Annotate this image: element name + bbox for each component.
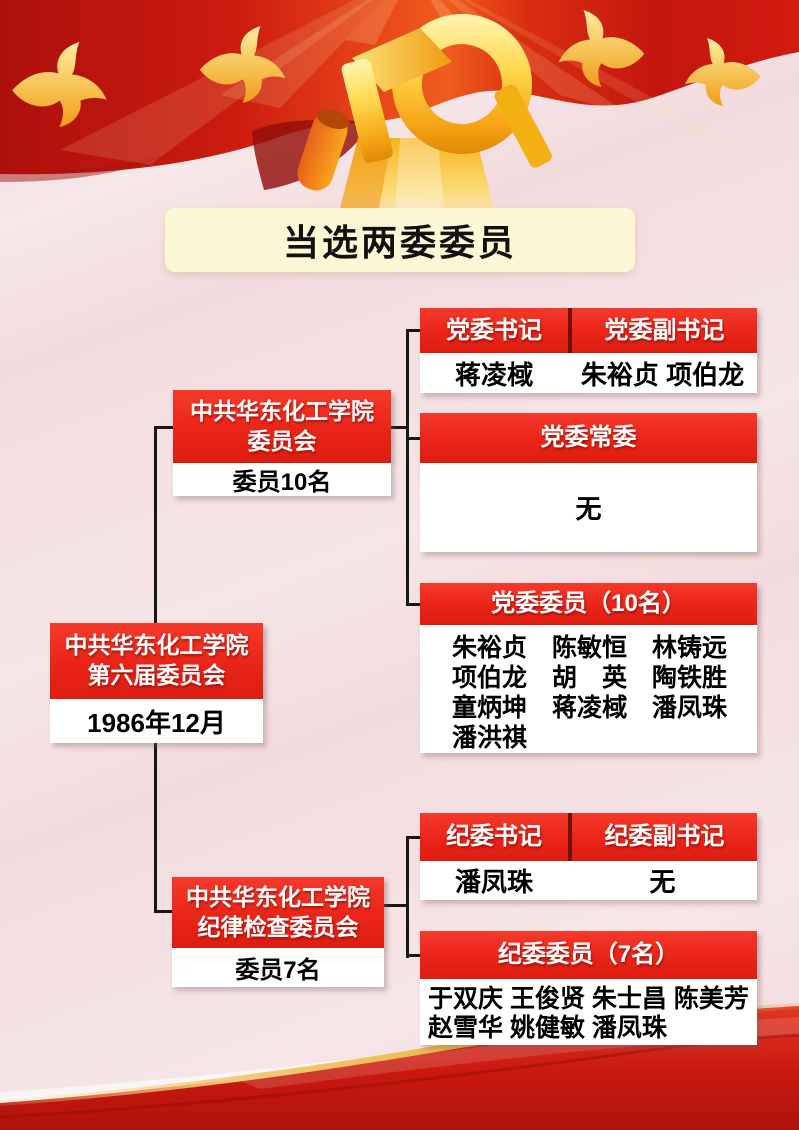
root-committee-date: 1986年12月 [50, 699, 263, 743]
party-members-row: 潘洪祺 [452, 724, 528, 752]
party-secretary-row: 蒋凌棫 朱裕贞 项伯龙 [420, 353, 757, 393]
discipline-members-list: 于双庆 王俊贤 朱士昌 陈美芳 赵雪华 姚健敏 潘凤珠 [420, 979, 757, 1045]
party-members-list: 朱裕贞 陈敏恒 林铸远 项伯龙 胡 英 陶铁胜 童炳坤 蒋凌棫 潘凤珠 潘洪祺 [420, 625, 757, 753]
party-secretary-name: 蒋凌棫 [454, 359, 533, 390]
discipline-committee-name-line2: 纪律检查委员会 [197, 913, 359, 940]
discipline-members-row: 于双庆 王俊贤 朱士昌 陈美芳 [428, 985, 749, 1013]
party-secretary-header: 党委书记 [420, 308, 568, 353]
discipline-secretary-name: 潘凤珠 [454, 867, 533, 897]
party-members-row: 项伯龙 胡 英 陶铁胜 [452, 664, 728, 692]
discipline-secretary-header: 纪委书记 [420, 813, 568, 861]
party-members-row: 童炳坤 蒋凌棫 潘凤珠 [452, 694, 728, 722]
discipline-member-count: 委员7名 [172, 948, 384, 987]
party-members-header: 党委委员（10名） [420, 583, 757, 625]
discipline-deputy-header: 纪委副书记 [572, 813, 757, 861]
connector-to-discipline-box [154, 910, 175, 913]
party-standing-header: 党委常委 [420, 413, 757, 463]
discipline-deputy-name: 无 [649, 867, 676, 897]
discipline-members-header: 纪委委员（7名） [420, 931, 757, 979]
discipline-committee-box: 中共华东化工学院 纪律检查委员会 [172, 877, 384, 948]
discipline-secretary-row: 潘凤珠 无 [420, 861, 757, 900]
connector-party-vertical [406, 329, 409, 606]
party-members-row: 朱裕贞 陈敏恒 林铸远 [452, 634, 728, 662]
connector-discipline-out [384, 904, 408, 907]
party-committee-box: 中共华东化工学院 委员会 [173, 390, 391, 463]
party-committee-name-line2: 委员会 [247, 427, 317, 454]
connector-to-party-box [154, 426, 176, 429]
party-deputy-names: 朱裕贞 项伯龙 [580, 359, 745, 390]
connector-discipline-secretary [406, 836, 422, 839]
party-standing-value: 无 [420, 463, 757, 552]
connector-party-secretary [406, 329, 422, 332]
connector-party-out [391, 426, 408, 429]
root-committee-name-line1: 中共华东化工学院 [64, 632, 249, 659]
light-rays [60, 0, 770, 165]
connector-party-members [406, 603, 422, 606]
header-divider [568, 813, 572, 861]
poster-title: 当选两委委员 [165, 208, 635, 272]
party-member-count: 委员10名 [173, 463, 391, 496]
connector-discipline-vertical [406, 836, 409, 958]
discipline-committee-name-line1: 中共华东化工学院 [186, 883, 370, 910]
party-deputy-header: 党委副书记 [572, 308, 757, 353]
connector-discipline-members [406, 954, 422, 957]
connector-party-standing [406, 437, 422, 440]
party-committee-name-line1: 中共华东化工学院 [190, 397, 374, 424]
header-divider [568, 308, 572, 353]
root-committee-box: 中共华东化工学院 第六届委员会 [50, 623, 263, 699]
discipline-members-row: 赵雪华 姚健敏 潘凤珠 [428, 1014, 667, 1042]
root-committee-name-line2: 第六届委员会 [87, 662, 226, 688]
